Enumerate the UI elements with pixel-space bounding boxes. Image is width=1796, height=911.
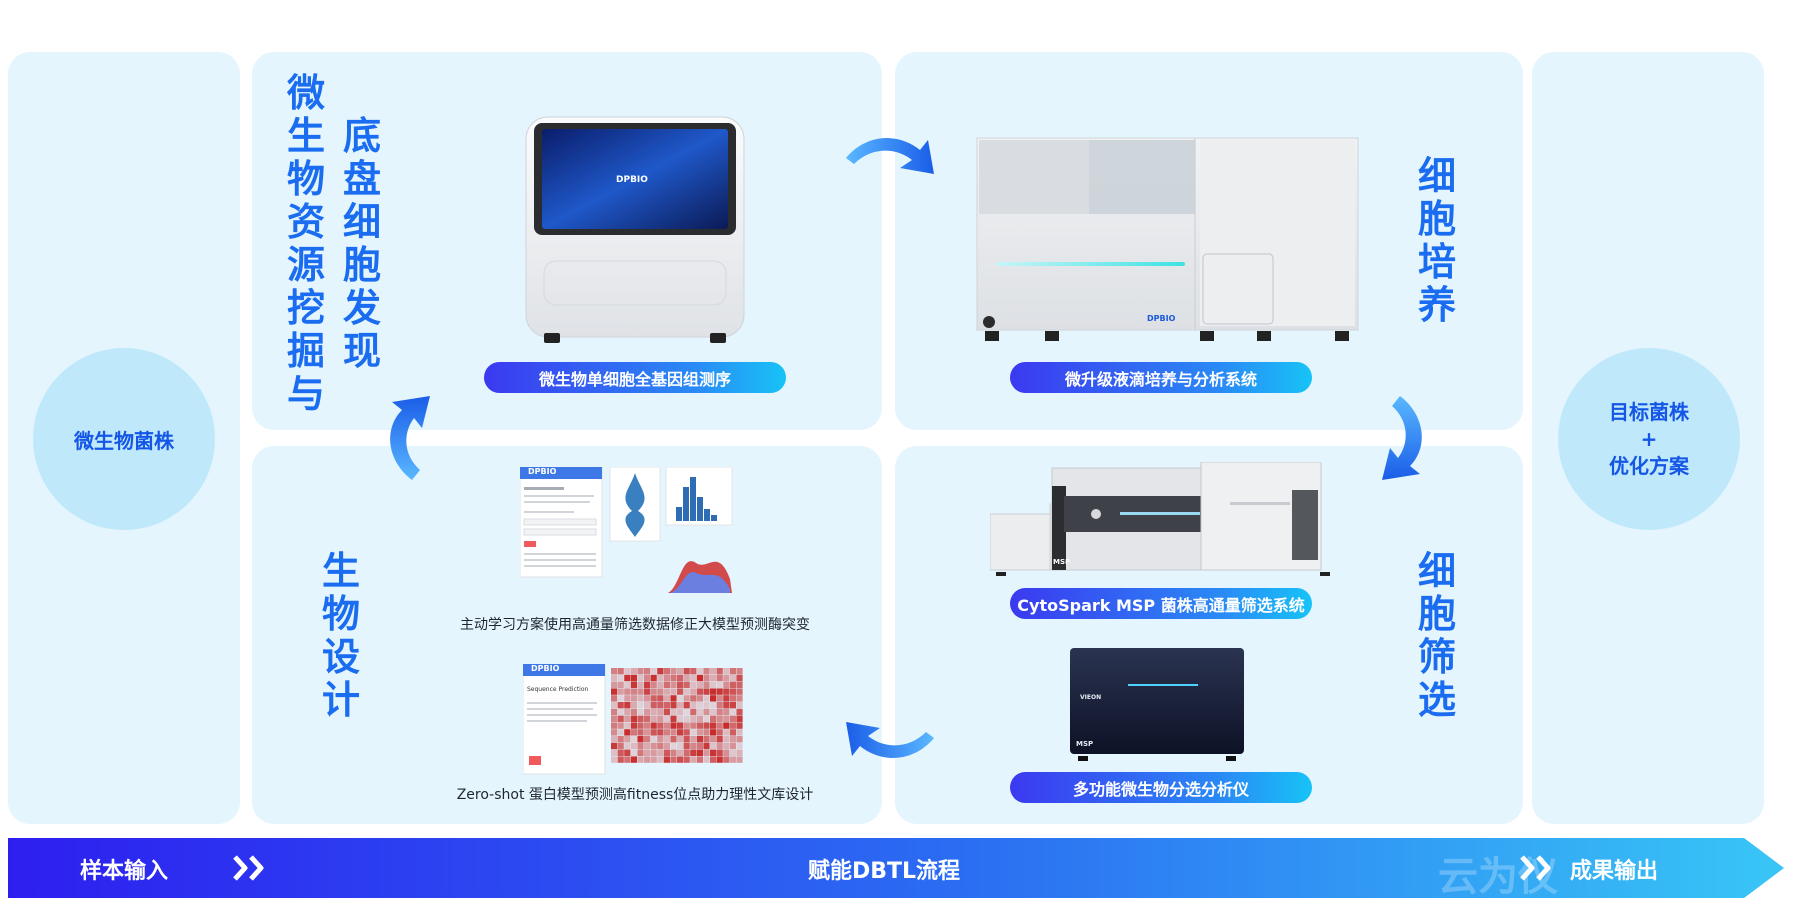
sequencer-brand: DPBIO	[616, 175, 648, 185]
pill-single-cell-sequencing: 微生物单细胞全基因组测序	[484, 362, 786, 393]
sequence-title: Sequence Prediction	[527, 686, 589, 693]
droplet-culture-device-image: DPBIO	[975, 136, 1360, 342]
curved-arrow-icon	[846, 722, 934, 758]
title-bio-design: 生物设计	[321, 549, 360, 722]
curved-arrow-icon	[1382, 396, 1422, 480]
sorter-device-image: VIEON MSP	[1068, 646, 1246, 762]
droplet-device-brand: DPBIO	[1147, 314, 1176, 323]
double-chevron-icon	[1520, 855, 1551, 881]
pill-cytospark: CytoSpark MSP 菌株高通量筛选系统	[1010, 588, 1312, 619]
title-cell-screening: 细胞筛选	[1417, 549, 1456, 722]
curved-arrow-icon	[846, 138, 934, 174]
active-learning-screenshot	[519, 466, 752, 597]
sorter-brand: VIEON	[1080, 694, 1102, 701]
cytospark-label: MSP	[1053, 558, 1071, 566]
output-line2: +	[1640, 426, 1658, 451]
sorter-label: MSP	[1076, 740, 1094, 748]
dbtl-flow-label: 赋能DBTL流程	[808, 859, 961, 884]
title-chassis-discovery: 底盘细胞发现	[342, 114, 381, 373]
sequence-prediction-screenshot: DPBIO Sequence Prediction	[522, 663, 749, 776]
double-chevron-icon	[233, 855, 264, 881]
pill-microbial-sorter: 多功能微生物分选分析仪	[1010, 772, 1312, 803]
curved-arrow-icon	[390, 396, 430, 480]
result-output-label: 成果输出	[1570, 859, 1659, 884]
sequencer-device-image: DPBIO	[518, 115, 752, 347]
output-line3: 优化方案	[1609, 453, 1689, 478]
input-strain-label: 微生物菌株	[74, 428, 174, 453]
pill-droplet-culture: 微升级液滴培养与分析系统	[1010, 362, 1312, 393]
output-line1: 目标菌株	[1609, 399, 1689, 424]
cytospark-device-image: MSP	[989, 461, 1335, 576]
sequence-brand: DPBIO	[531, 664, 560, 673]
caption-active-learning: 主动学习方案使用高通量筛选数据修正大模型预测酶突变	[460, 617, 810, 633]
title-resource-mining: 微生物资源挖掘与	[286, 71, 325, 416]
input-strain-circle: 微生物菌株	[33, 348, 215, 530]
sample-input-label: 样本输入	[80, 859, 169, 884]
title-cell-culture: 细胞培养	[1417, 154, 1456, 327]
output-circle: 目标菌株 + 优化方案	[1558, 348, 1740, 530]
dbtl-flow-bar: 样本输入 赋能DBTL流程 云为仪 成果输出	[8, 838, 1786, 900]
activelearning-brand: DPBIO	[528, 467, 557, 476]
caption-zero-shot: Zero-shot 蛋白模型预测高fitness位点助力理性文库设计	[456, 787, 814, 803]
